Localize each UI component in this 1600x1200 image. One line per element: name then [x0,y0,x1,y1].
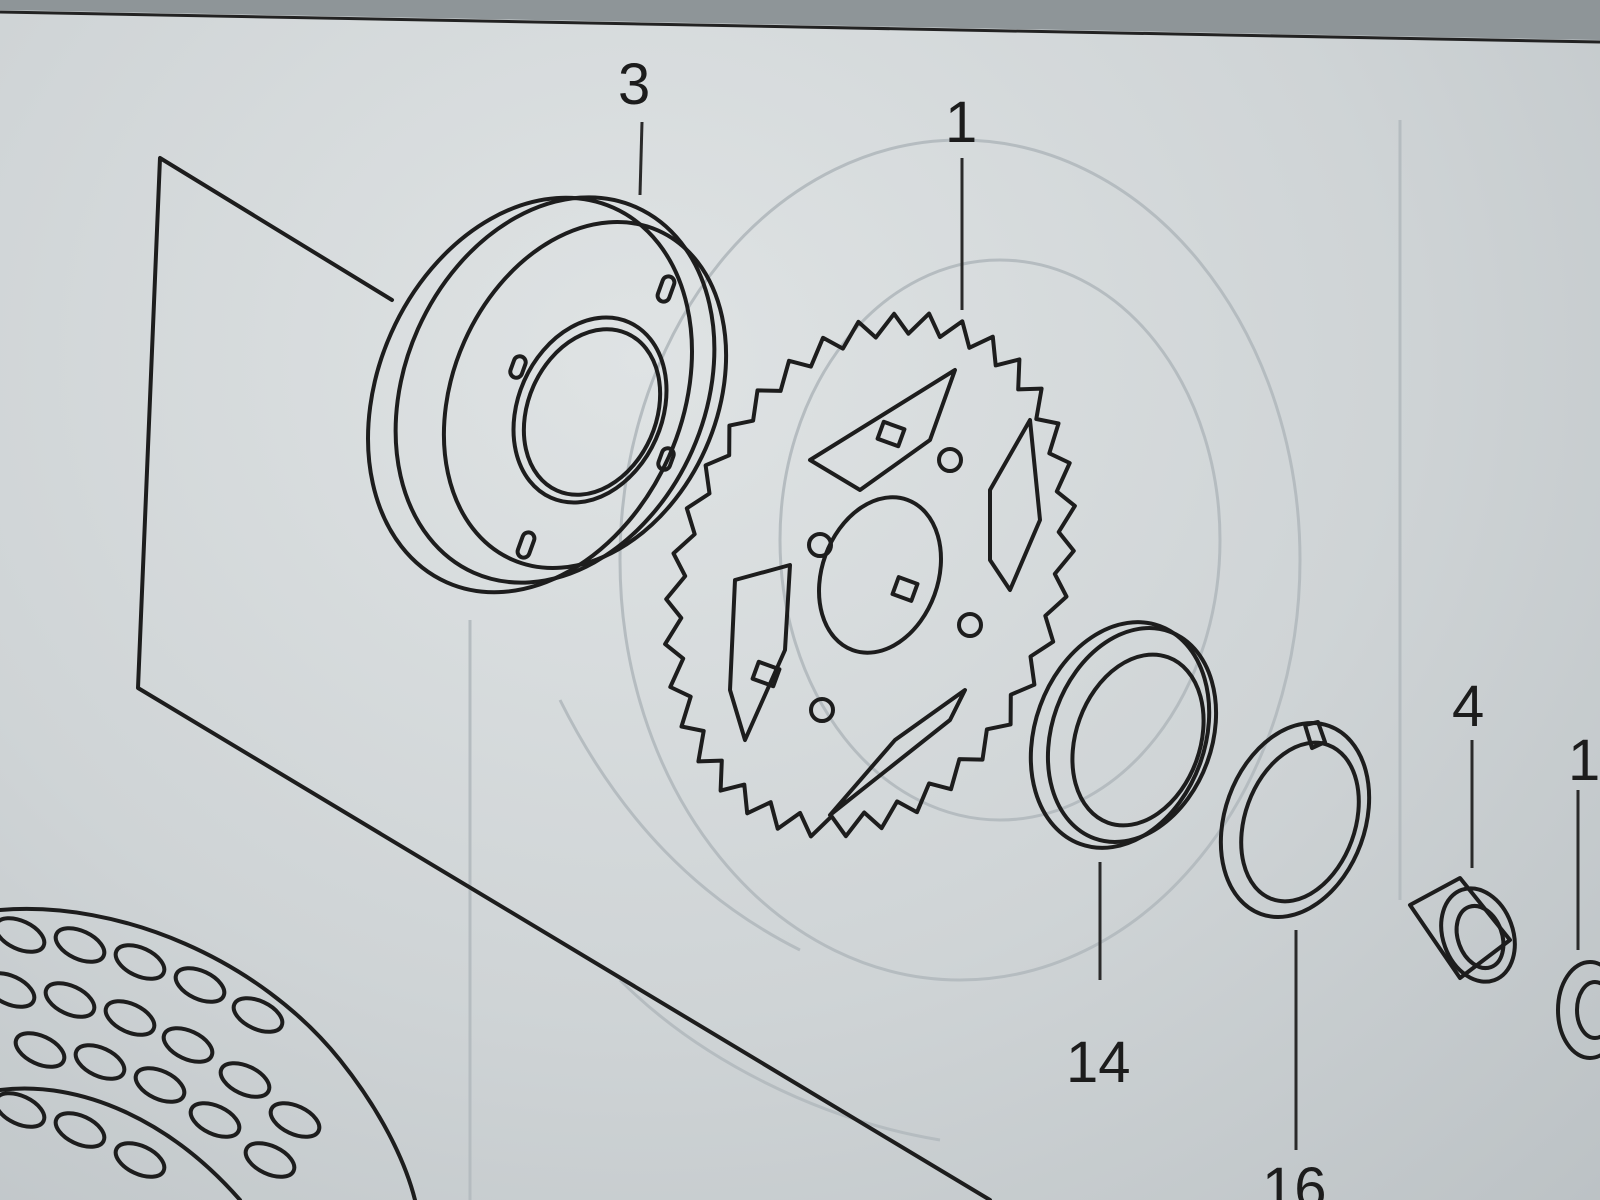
tire-partial [0,907,417,1200]
callout-hub: 3 [618,52,650,117]
leader-lines [638,121,1580,1150]
mounting-plane-outline [136,156,992,1200]
tread-block [43,981,97,1019]
tread-block [53,926,107,964]
page-top-edge [0,0,1600,44]
callout-collar: 4 [1452,674,1484,739]
distance-collar [1408,876,1517,984]
callout-seal: 14 [1066,1030,1131,1095]
callout-sprocket: 1 [945,90,977,155]
hub-flange [366,195,729,595]
tire-tread-blocks [0,916,322,1179]
tread-block [113,1141,167,1179]
tread-block [231,996,285,1034]
circlip [1218,720,1372,919]
tread-block [73,1043,127,1081]
callout-edge-part: 13 [1568,728,1600,793]
background-ghost-drawing [468,120,1402,1200]
tread-block [113,943,167,981]
tread-block [0,971,37,1009]
tread-block [188,1101,242,1139]
bearing-partial [1556,960,1600,1060]
tread-block [243,1141,297,1179]
tread-block [133,1066,187,1104]
callout-circlip: 16 [1262,1156,1327,1200]
tread-block [53,1111,107,1149]
tread-block [161,1026,215,1064]
tread-block [218,1061,272,1099]
tread-block [13,1031,67,1069]
tread-block [173,966,227,1004]
tread-block [0,916,47,954]
tread-block [103,999,157,1037]
tread-block [0,1091,47,1129]
rear-sprocket [663,311,1077,839]
tread-block [268,1101,322,1139]
oil-seal [1028,620,1219,850]
